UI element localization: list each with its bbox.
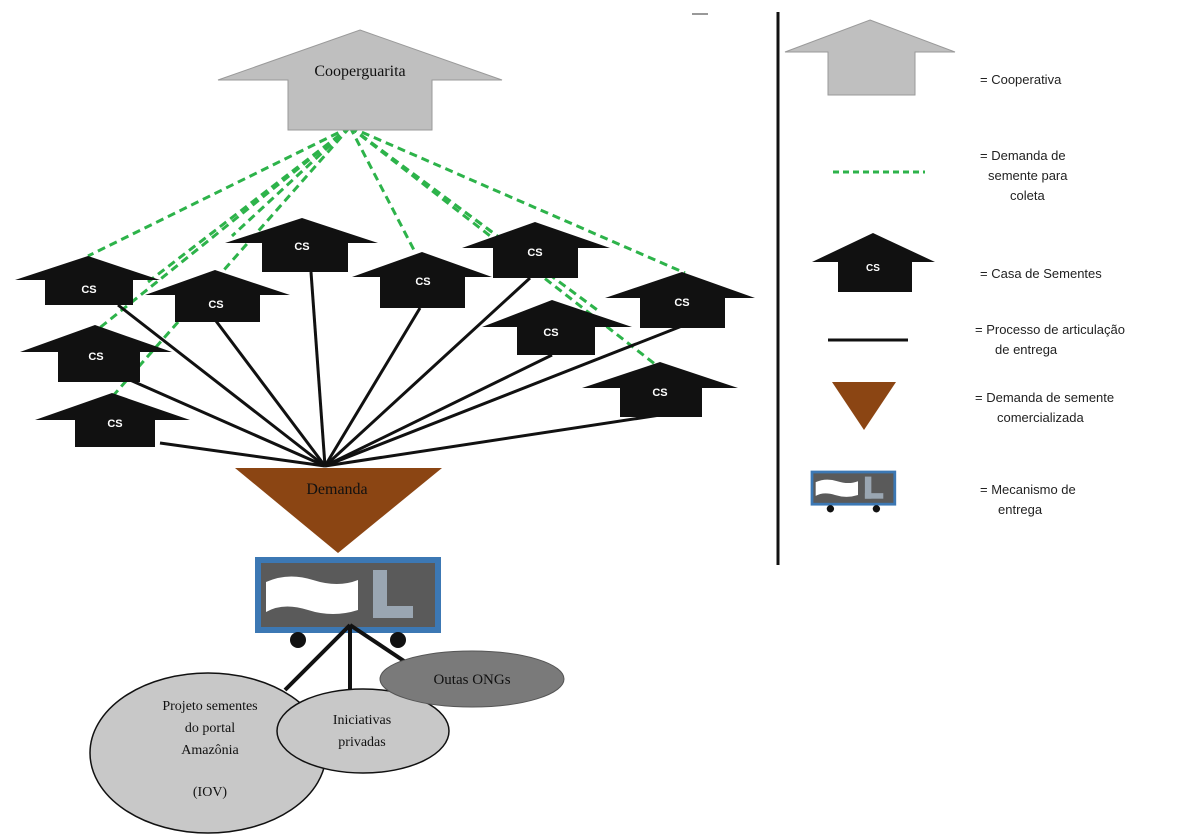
legend-delivery-mechanism-line-1: = Mecanismo de (980, 482, 1076, 497)
demand-node: Demanda (235, 468, 442, 553)
seed-house-label: CS (527, 247, 542, 259)
seed-house-label: CS (652, 387, 667, 399)
seed-house-label: CS (208, 299, 223, 311)
partner-portal-line-2: do portal (185, 721, 235, 736)
seed-house-label: CS (674, 297, 689, 309)
cooperative-node: Cooperguarita (217, 29, 503, 131)
partner-private: Iniciativas privadas (276, 688, 450, 774)
legend-triangle-icon (832, 382, 896, 430)
partner-private-line-1: Iniciativas (333, 713, 391, 728)
seed-house-8: CS (20, 325, 172, 382)
seed-house-label: CS (415, 276, 430, 288)
seed-house-label: CS (81, 284, 96, 296)
legend-commercial-demand-line-2: comercializada (997, 410, 1084, 425)
legend-seed-house-icon-label: CS (866, 263, 880, 274)
partner-portal-line-1: Projeto sementes (162, 699, 257, 714)
partner-ongs: Outas ONGs (379, 650, 565, 708)
seed-house-1: CS (15, 256, 160, 305)
seed-house-10: CS (35, 393, 190, 447)
seed-house-4: CS (352, 252, 492, 308)
legend-seed-house-icon: CS (812, 233, 935, 292)
legend-seed-demand-line-1: = Demanda de (980, 148, 1066, 163)
cooperative-label: Cooperguarita (314, 63, 405, 80)
partner-portal: Projeto sementes do portal Amazônia (IOV… (89, 672, 327, 834)
seed-house-5: CS (462, 222, 610, 278)
seed-house-label: CS (294, 241, 309, 253)
legend-delivery-mechanism-line-2: entrega (998, 502, 1043, 517)
legend-seed-demand-line-3: coleta (1010, 188, 1045, 203)
seed-house-9: CS (582, 362, 738, 417)
legend-truck-icon (810, 470, 897, 514)
legend-cooperative-icon (784, 19, 956, 96)
partner-portal-line-4: (IOV) (193, 785, 228, 800)
seed-house-7: CS (482, 300, 632, 355)
partner-private-line-2: privadas (338, 735, 385, 750)
partner-ongs-label: Outas ONGs (433, 672, 510, 688)
demand-label: Demanda (306, 481, 367, 498)
seed-house-6: CS (605, 272, 755, 328)
legend: = Cooperativa = Demanda de semente para … (784, 19, 1125, 517)
dashed-links (87, 125, 686, 398)
seed-house-3: CS (225, 218, 378, 272)
legend-delivery-process-line-1: = Processo de articulação (975, 322, 1125, 337)
seed-house-2: CS (145, 270, 290, 322)
legend-seed-house-label: = Casa de Sementes (980, 266, 1102, 281)
partner-links (283, 623, 412, 695)
legend-seed-demand-line-2: semente para (988, 168, 1068, 183)
partner-portal-line-3: Amazônia (181, 743, 239, 758)
legend-commercial-demand-line-1: = Demanda de semente (975, 390, 1114, 405)
delivery-links (117, 271, 683, 468)
seed-house-label: CS (107, 418, 122, 430)
seed-house-label: CS (88, 351, 103, 363)
legend-cooperative-label: = Cooperativa (980, 72, 1062, 87)
seed-house-label: CS (543, 327, 558, 339)
legend-delivery-process-line-2: de entrega (995, 342, 1058, 357)
